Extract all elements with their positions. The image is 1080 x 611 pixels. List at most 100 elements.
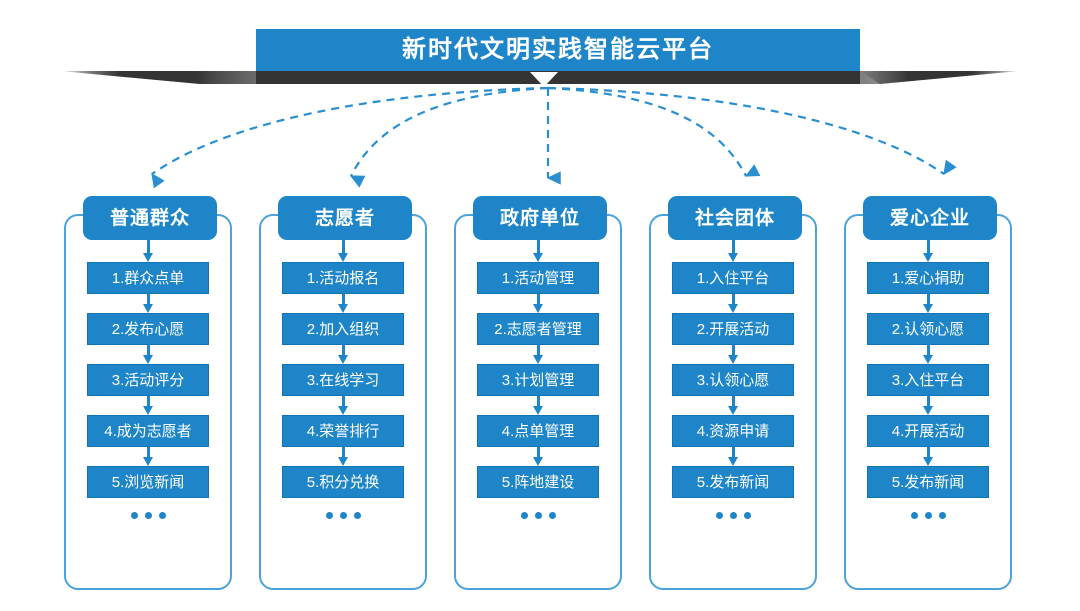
role-step-item[interactable]: 4.点单管理	[477, 415, 599, 447]
banner-bar: 新时代文明实践智能云平台	[256, 29, 860, 71]
banner-shadow-ribbon	[60, 71, 1020, 87]
role-step-item[interactable]: 2.认领心愿	[867, 313, 989, 345]
role-step-item[interactable]: 2.发布心愿	[87, 313, 209, 345]
role-step-item[interactable]: 4.开展活动	[867, 415, 989, 447]
role-step-item[interactable]: 1.活动管理	[477, 262, 599, 294]
connector-to-column-5	[547, 86, 957, 176]
arrow-down-icon	[726, 345, 740, 364]
role-step-label: 3.入住平台	[891, 371, 965, 389]
role-step-item[interactable]: 3.活动评分	[87, 364, 209, 396]
ellipsis-dot	[144, 512, 152, 519]
role-step-item[interactable]: 5.阵地建设	[477, 466, 599, 498]
role-step-item[interactable]: 3.计划管理	[477, 364, 599, 396]
page-title: 新时代文明实践智能云平台	[402, 36, 714, 63]
more-items-ellipsis	[130, 512, 166, 519]
role-column: 志愿者 1.活动报名 2.加入组织 3.在线学习 4.荣誉排行 5.积分兑换	[259, 196, 431, 596]
role-step-item[interactable]: 1.爱心捐助	[867, 262, 989, 294]
role-column: 普通群众 1.群众点单 2.发布心愿 3.活动评分 4.成为志愿者 5.浏览新闻	[64, 196, 236, 596]
role-step-item[interactable]: 2.加入组织	[282, 313, 404, 345]
role-step-label: 4.开展活动	[891, 422, 965, 440]
arrow-down-icon	[531, 396, 545, 415]
role-step-item[interactable]: 5.浏览新闻	[87, 466, 209, 498]
role-column-title: 政府单位	[499, 207, 580, 229]
role-step-label: 2.认领心愿	[891, 320, 965, 338]
arrow-down-icon	[336, 345, 350, 364]
role-step-label: 3.认领心愿	[696, 371, 770, 389]
arrow-down-icon	[921, 396, 935, 415]
ellipsis-dot	[325, 512, 333, 519]
role-column-title: 爱心企业	[889, 207, 970, 229]
role-step-label: 1.爱心捐助	[891, 269, 965, 287]
role-column-header[interactable]: 政府单位	[473, 196, 607, 240]
role-step-label: 2.加入组织	[306, 320, 380, 338]
arrow-down-icon	[336, 396, 350, 415]
role-step-label: 1.活动管理	[501, 269, 575, 287]
role-column-header[interactable]: 爱心企业	[863, 196, 997, 240]
role-step-item[interactable]: 1.活动报名	[282, 262, 404, 294]
role-step-item[interactable]: 4.荣誉排行	[282, 415, 404, 447]
role-step-label: 5.阵地建设	[501, 473, 575, 491]
role-step-item[interactable]: 4.成为志愿者	[87, 415, 209, 447]
arrow-down-icon	[141, 240, 155, 262]
role-step-item[interactable]: 3.在线学习	[282, 364, 404, 396]
arrow-down-icon	[141, 294, 155, 313]
role-step-label: 1.群众点单	[111, 269, 185, 287]
ellipsis-dot	[924, 512, 932, 519]
role-step-item[interactable]: 5.发布新闻	[672, 466, 794, 498]
role-step-label: 4.点单管理	[501, 422, 575, 440]
role-column-header[interactable]: 社会团体	[668, 196, 802, 240]
role-step-item[interactable]: 2.志愿者管理	[477, 313, 599, 345]
connector-to-column-1	[151, 86, 549, 189]
role-column-title: 社会团体	[694, 207, 775, 229]
connector-to-column-2	[349, 86, 549, 188]
role-step-item[interactable]: 5.积分兑换	[282, 466, 404, 498]
ellipsis-dot	[910, 512, 918, 519]
arrow-down-icon	[726, 396, 740, 415]
role-step-item[interactable]: 5.发布新闻	[867, 466, 989, 498]
arrow-down-icon	[336, 447, 350, 466]
ellipsis-dot	[130, 512, 138, 519]
arrow-down-icon	[726, 447, 740, 466]
role-step-label: 3.计划管理	[501, 371, 575, 389]
role-step-list: 1.群众点单 2.发布心愿 3.活动评分 4.成为志愿者 5.浏览新闻	[64, 240, 232, 519]
role-step-label: 4.成为志愿者	[104, 422, 192, 440]
more-items-ellipsis	[715, 512, 751, 519]
role-step-item[interactable]: 1.群众点单	[87, 262, 209, 294]
role-step-label: 3.在线学习	[306, 371, 380, 389]
arrow-down-icon	[726, 240, 740, 262]
role-column-header[interactable]: 志愿者	[278, 196, 412, 240]
role-columns: 普通群众 1.群众点单 2.发布心愿 3.活动评分 4.成为志愿者 5.浏览新闻 志愿者 1.…	[0, 196, 1080, 596]
role-step-label: 2.开展活动	[696, 320, 770, 338]
arrow-down-icon	[921, 294, 935, 313]
arrow-down-icon	[141, 396, 155, 415]
more-items-ellipsis	[325, 512, 361, 519]
role-column-title: 普通群众	[109, 207, 190, 229]
role-step-item[interactable]: 1.入住平台	[672, 262, 794, 294]
arrow-down-icon	[921, 345, 935, 364]
platform-title-banner: 新时代文明实践智能云平台	[256, 29, 860, 71]
ellipsis-dot	[158, 512, 166, 519]
role-step-label: 1.入住平台	[696, 269, 770, 287]
arrow-down-icon	[531, 447, 545, 466]
arrow-down-icon	[141, 447, 155, 466]
role-step-item[interactable]: 3.入住平台	[867, 364, 989, 396]
ellipsis-dot	[743, 512, 751, 519]
role-column-header[interactable]: 普通群众	[83, 196, 217, 240]
role-step-label: 2.志愿者管理	[494, 320, 582, 338]
more-items-ellipsis	[910, 512, 946, 519]
ellipsis-dot	[938, 512, 946, 519]
role-step-label: 5.发布新闻	[891, 473, 965, 491]
arrow-down-icon	[141, 345, 155, 364]
role-step-label: 4.资源申请	[696, 422, 770, 440]
role-step-list: 1.入住平台 2.开展活动 3.认领心愿 4.资源申请 5.发布新闻	[649, 240, 817, 519]
role-step-label: 5.积分兑换	[306, 473, 380, 491]
role-step-label: 5.浏览新闻	[111, 473, 185, 491]
role-step-item[interactable]: 2.开展活动	[672, 313, 794, 345]
arrow-down-icon	[336, 240, 350, 262]
role-step-item[interactable]: 4.资源申请	[672, 415, 794, 447]
arrow-down-icon	[531, 240, 545, 262]
ellipsis-dot	[520, 512, 528, 519]
role-step-item[interactable]: 3.认领心愿	[672, 364, 794, 396]
connector-to-column-4	[547, 86, 761, 177]
